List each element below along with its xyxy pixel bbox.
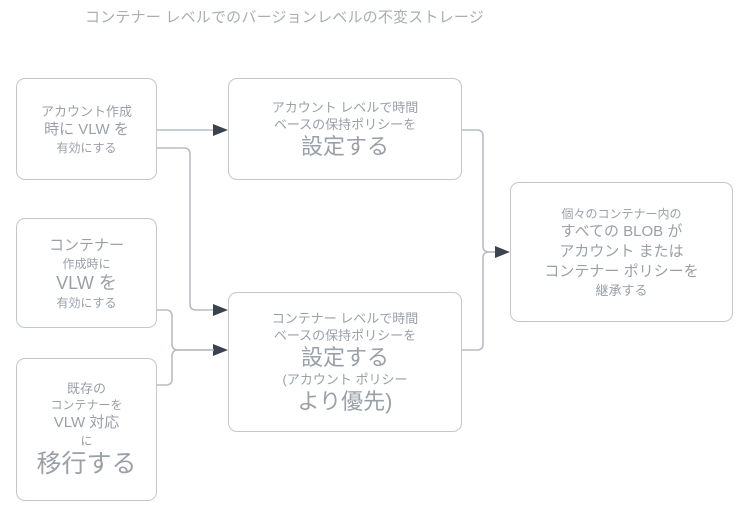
arrowhead-container-policy-from-container	[213, 344, 228, 356]
node-line: 時に VLW を	[44, 120, 129, 138]
arrowhead-account-policy	[213, 124, 228, 136]
node-line: アカウント作成	[40, 103, 132, 119]
node-line: コンテナー	[48, 236, 124, 254]
node-line: VLW を	[56, 272, 117, 293]
arrowhead-blobs	[495, 246, 510, 258]
node-line: 既存の	[66, 381, 106, 396]
node-line: 設定する	[300, 133, 389, 159]
node-blobs-inherit-policy[interactable]: 個々のコンテナー内の すべての BLOB が アカウント または コンテナー ポ…	[510, 182, 733, 322]
node-line: 移行する	[36, 450, 137, 478]
node-migrate-existing-container[interactable]: 既存の コンテナーを VLW 対応 に 移行する	[16, 358, 157, 501]
node-line: 継承する	[595, 282, 648, 298]
node-line: すべての BLOB が	[560, 222, 683, 240]
connector-migrate-to-container-policy	[157, 349, 214, 386]
node-line: (アカウント ポリシー	[282, 371, 408, 387]
node-line: より優先)	[297, 388, 393, 414]
node-line: 設定する	[300, 344, 389, 370]
arrowhead-container-policy-from-account	[213, 304, 228, 316]
node-container-enable-vlw[interactable]: コンテナー 作成時に VLW を 有効にする	[16, 218, 157, 328]
connector-container-enable-to-container-policy	[157, 309, 214, 351]
node-line: 個々のコンテナー内の	[561, 206, 682, 221]
node-line: コンテナー ポリシーを	[544, 262, 699, 280]
connector-account-policy-to-blobs	[462, 129, 496, 253]
node-line: アカウント または	[559, 242, 684, 260]
node-account-level-policy[interactable]: アカウント レベルで時間 ベースの保持ポリシーを 設定する	[228, 78, 462, 180]
node-line: VLW 対応	[53, 414, 120, 431]
node-line: に	[80, 434, 93, 448]
node-container-level-policy[interactable]: コンテナー レベルで時間 ベースの保持ポリシーを 設定する (アカウント ポリシ…	[228, 292, 462, 432]
node-line: コンテナー レベルで時間	[271, 310, 419, 326]
node-line: アカウント レベルで時間	[271, 99, 419, 115]
node-line: 有効にする	[56, 295, 117, 310]
diagram-title: コンテナー レベルでのバージョンレベルの不変ストレージ	[85, 9, 484, 26]
node-line: 有効にする	[56, 140, 117, 155]
node-line: コンテナーを	[50, 398, 123, 412]
node-line: ベースの保持ポリシーを	[273, 327, 417, 343]
node-line: 作成時に	[62, 256, 111, 271]
connector-container-policy-to-blobs	[462, 251, 496, 351]
connector-account-enable-to-container-policy	[157, 147, 214, 311]
node-line: ベースの保持ポリシーを	[273, 116, 417, 132]
node-account-enable-vlw[interactable]: アカウント作成 時に VLW を 有効にする	[16, 78, 157, 180]
